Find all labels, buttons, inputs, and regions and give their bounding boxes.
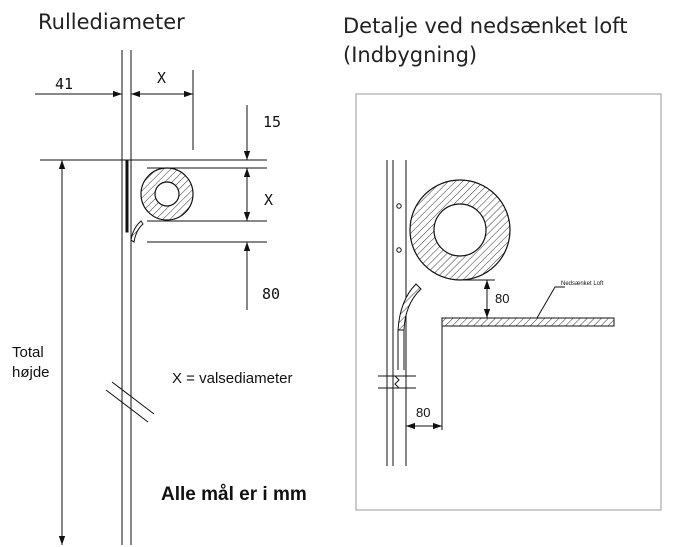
break-line-2	[105, 389, 149, 423]
break-line-1	[111, 381, 155, 415]
detail-roll-core	[433, 203, 487, 257]
roll-core	[154, 181, 180, 207]
detail-dim-80-horizontal-label: 80	[416, 405, 430, 420]
detail-curtain	[397, 283, 422, 331]
total-height-label-line2: højde	[12, 364, 50, 381]
ceiling-label-leader	[536, 286, 565, 319]
dim-41-label: 41	[55, 75, 73, 93]
diameter-legend: X = valsediameter	[172, 370, 292, 387]
total-height-label-line1: Total	[12, 344, 44, 361]
ceiling-label: Nedsænket Loft	[561, 281, 604, 287]
right-diagram	[355, 93, 662, 511]
detail-frame	[355, 93, 662, 511]
screw-hole-bottom	[396, 247, 402, 253]
shutter-top-plate	[125, 159, 129, 233]
detail-dim-80-vertical-label: 80	[495, 291, 509, 306]
left-diagram	[35, 50, 267, 545]
right-diagram-title: Detalje ved nedsænket loft (Indbygning)	[343, 12, 627, 70]
left-diagram-title: Rullediameter	[38, 10, 185, 34]
dim-x-top-label: X	[157, 69, 166, 87]
right-title-line-2: (Indbygning)	[343, 43, 478, 67]
detail-break-zigzag	[394, 375, 400, 389]
units-note: Alle mål er i mm	[161, 484, 307, 505]
shutter-curtain	[130, 220, 144, 243]
dim-15-label: 15	[263, 113, 281, 131]
dim-80-label: 80	[262, 285, 280, 303]
dim-x-side-label: X	[264, 191, 273, 209]
screw-hole-top	[396, 203, 402, 209]
right-title-line-1: Detalje ved nedsænket loft	[343, 14, 628, 38]
suspended-ceiling	[441, 317, 615, 327]
